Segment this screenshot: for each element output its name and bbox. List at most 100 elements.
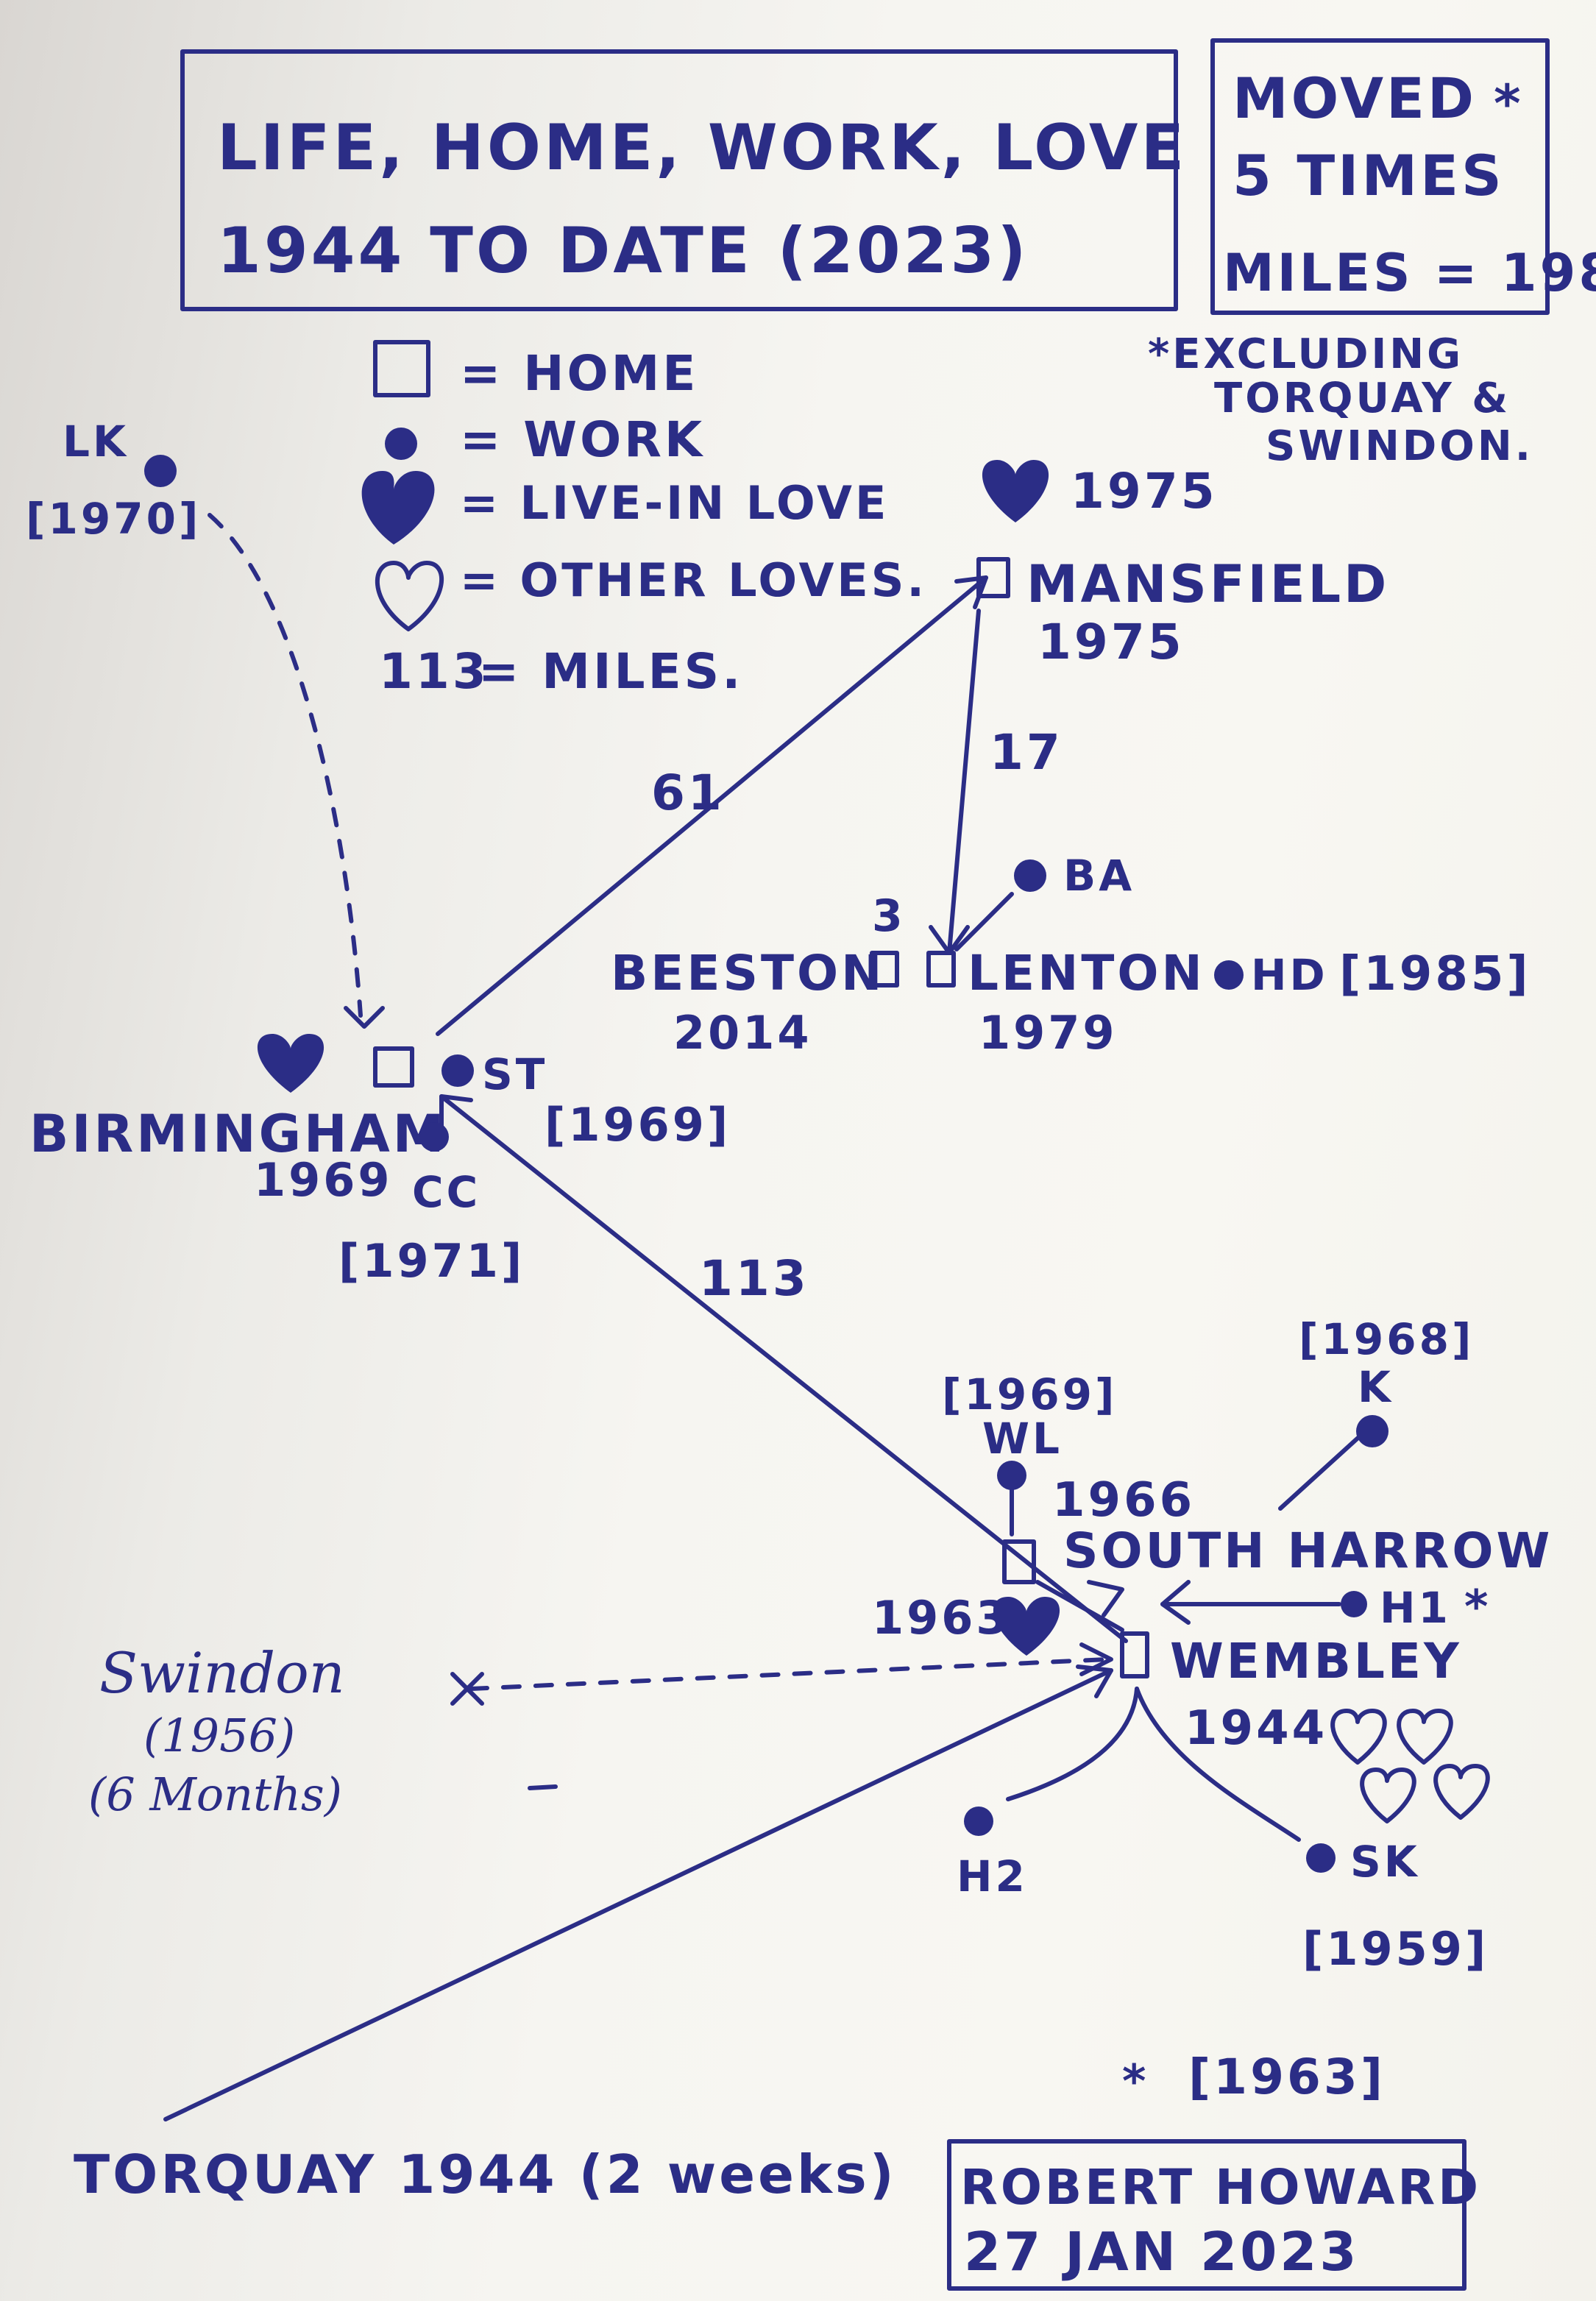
birmingham-love-icon bbox=[257, 1034, 324, 1093]
arrow-wembley-southharrow bbox=[1087, 1580, 1124, 1617]
ba-code: BA bbox=[1063, 851, 1135, 901]
signature-name: ROBERT HOWARD bbox=[960, 2159, 1481, 2216]
swindon-duration: (6 Months) bbox=[88, 1768, 342, 1821]
st-year: [1969] bbox=[545, 1098, 731, 1152]
hd-code: HD bbox=[1251, 950, 1328, 1000]
birmingham-home-icon bbox=[373, 1046, 414, 1088]
legend-work-icon bbox=[385, 428, 417, 460]
wl-code: WL bbox=[982, 1414, 1063, 1464]
k-work-icon bbox=[1356, 1415, 1388, 1447]
south-harrow-year: 1966 bbox=[1052, 1473, 1195, 1528]
place-swindon: Swindon (1956) (6 Months) bbox=[88, 1640, 345, 1821]
hd-year: [1985] bbox=[1339, 947, 1531, 1001]
sk-work-icon bbox=[1306, 1843, 1336, 1873]
route-birmingham-mansfield bbox=[436, 575, 988, 1036]
title-box: LIFE, HOME, WORK, LOVE 1944 TO DATE (202… bbox=[180, 49, 1187, 311]
signature-date: 27 JAN 2023 bbox=[964, 2221, 1360, 2283]
arrow-lk-birmingham bbox=[344, 1006, 385, 1029]
cc-work-icon bbox=[419, 1122, 449, 1152]
arrow-h1-wembley bbox=[1160, 1580, 1191, 1625]
miles-3: 3 bbox=[872, 890, 906, 942]
mansfield-love-icon bbox=[982, 460, 1049, 522]
route-lk-birmingham bbox=[208, 513, 363, 1018]
south-harrow-home-icon bbox=[1002, 1539, 1036, 1584]
route-wembley-birmingham bbox=[439, 1094, 1128, 1643]
place-mansfield: 1975 MANSFIELD 1975 bbox=[976, 460, 1389, 670]
beeston-year: 2014 bbox=[673, 1006, 812, 1060]
exclusion-line-3: SWINDON. bbox=[1266, 422, 1533, 470]
mansfield-year: 1975 bbox=[1038, 614, 1185, 670]
legend-miles-label: = MILES. bbox=[478, 643, 743, 700]
hd-work-icon bbox=[1214, 960, 1244, 990]
mansfield-name: MANSFIELD bbox=[1026, 554, 1389, 614]
cc-code: CC bbox=[412, 1167, 480, 1217]
footnote-year: [1963] bbox=[1188, 2049, 1386, 2105]
exclusion-line-2: TORQUAY & bbox=[1214, 375, 1511, 422]
stats-star: * bbox=[1494, 74, 1524, 134]
mile-labels: 61 17 3 113 bbox=[651, 724, 1063, 1307]
other-love-icon-4 bbox=[1433, 1764, 1490, 1820]
arrow-torquay-wembley bbox=[1076, 1664, 1113, 1698]
route-southharrow-k bbox=[1278, 1433, 1363, 1511]
wembley-other-loves bbox=[1330, 1709, 1490, 1823]
lenton-name: LENTON bbox=[968, 945, 1205, 1001]
south-harrow-love-year: 1963 bbox=[872, 1591, 1011, 1645]
exclusion-line-1: *EXCLUDING bbox=[1148, 330, 1464, 378]
mansfield-love-year: 1975 bbox=[1071, 463, 1218, 520]
k-year: [1968] bbox=[1299, 1314, 1474, 1364]
st-work-icon bbox=[441, 1054, 474, 1087]
h1-work-icon bbox=[1341, 1591, 1367, 1617]
lk-year: [1970] bbox=[26, 494, 201, 544]
h1-code: H1 bbox=[1380, 1583, 1451, 1633]
title-frame bbox=[180, 49, 1178, 311]
wembley-home-icon bbox=[1120, 1631, 1149, 1678]
other-love-icon-3 bbox=[1360, 1768, 1416, 1823]
route-swindon-wembley bbox=[469, 1657, 1110, 1691]
st-code: ST bbox=[482, 1049, 547, 1099]
title-line-1: LIFE, HOME, WORK, LOVE bbox=[217, 111, 1187, 185]
place-south-harrow: [1969] WL 1966 SOUTH HARROW 1963 [1968] … bbox=[872, 1314, 1553, 1656]
sk-code: SK bbox=[1350, 1837, 1420, 1887]
route-lenton-ba bbox=[954, 892, 1014, 951]
lk-code: LK bbox=[63, 416, 129, 467]
wl-year: [1969] bbox=[942, 1369, 1117, 1419]
h2-work-icon bbox=[964, 1807, 993, 1836]
wl-work-icon bbox=[997, 1461, 1026, 1490]
routes bbox=[163, 513, 1363, 2121]
legend-live-in-love-icon bbox=[361, 471, 435, 545]
lenton-year: 1979 bbox=[979, 1006, 1118, 1060]
swindon-year: (1956) bbox=[143, 1709, 295, 1762]
place-torquay: TORQUAY 1944 (2 weeks) bbox=[74, 2144, 897, 2205]
wembley-year: 1944 bbox=[1185, 1701, 1327, 1756]
legend-live-in-love-label: = LIVE-IN LOVE bbox=[460, 476, 889, 530]
title-line-2: 1944 TO DATE (2023) bbox=[217, 214, 1029, 288]
lenton-home-icon bbox=[926, 951, 956, 988]
south-harrow-name: SOUTH HARROW bbox=[1063, 1522, 1553, 1579]
legend-miles-number: 113 bbox=[379, 643, 489, 700]
route-torquay-wembley bbox=[163, 1668, 1113, 2121]
legend-home-icon bbox=[373, 340, 430, 397]
birmingham-year: 1969 bbox=[254, 1153, 393, 1207]
h1-star: * bbox=[1464, 1580, 1491, 1634]
legend-other-loves-label: = OTHER LOVES. bbox=[460, 553, 927, 607]
legend: = HOME = WORK = LIVE-IN LOVE = OTHER LOV… bbox=[361, 340, 927, 700]
sk-year: [1959] bbox=[1302, 1922, 1489, 1976]
route-wembley-h2 bbox=[1006, 1687, 1139, 1801]
route-wembley-sk bbox=[1135, 1687, 1301, 1842]
place-beeston-lenton: BA BEESTON 2014 LENTON 1979 HD [1985] bbox=[611, 851, 1531, 1060]
work-lk: LK [1970] bbox=[26, 416, 201, 544]
exclusion-note: *EXCLUDING TORQUAY & SWINDON. bbox=[1148, 330, 1533, 470]
miles-113: 113 bbox=[699, 1250, 809, 1307]
south-harrow-love-icon bbox=[993, 1597, 1060, 1656]
beeston-home-icon bbox=[870, 951, 899, 988]
arrow-wembley-birmingham bbox=[439, 1094, 473, 1128]
cc-year: [1971] bbox=[338, 1234, 525, 1288]
footnote: * [1963] bbox=[1122, 2049, 1386, 2108]
lk-work-icon bbox=[144, 455, 177, 487]
stats-frame bbox=[1210, 38, 1550, 315]
miles-61: 61 bbox=[651, 765, 725, 821]
legend-other-loves-icon bbox=[375, 561, 444, 631]
footnote-star: * bbox=[1122, 2054, 1149, 2108]
torquay-label: TORQUAY 1944 (2 weeks) bbox=[74, 2144, 897, 2205]
miles-17: 17 bbox=[990, 724, 1063, 781]
